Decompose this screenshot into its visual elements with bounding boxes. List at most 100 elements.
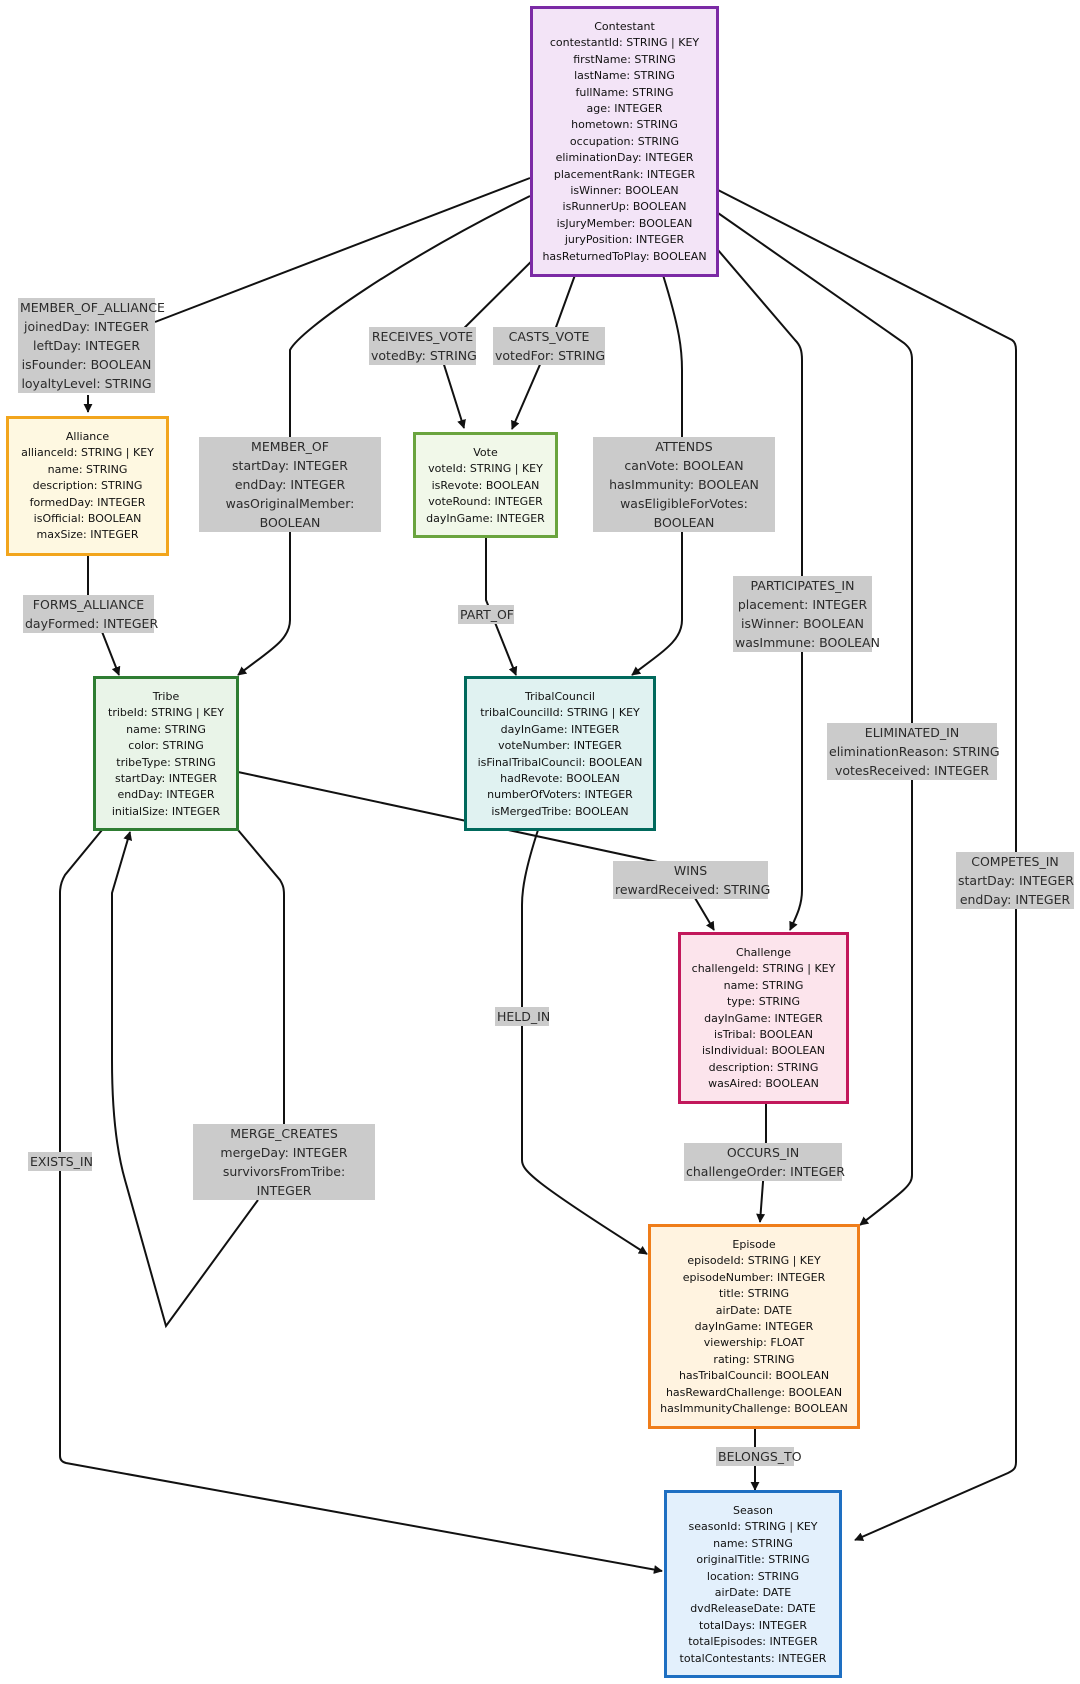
entity-field: isRevote: BOOLEAN xyxy=(431,478,540,492)
entity-field: hasImmunityChallenge: BOOLEAN xyxy=(660,1402,848,1416)
edge-label-text: HELD_IN xyxy=(497,1009,551,1024)
entity-field: isFinalTribalCouncil: BOOLEAN xyxy=(477,755,643,769)
edge-label-text: EXISTS_IN xyxy=(30,1154,93,1169)
entity-title: Contestant xyxy=(594,20,655,33)
entity-field: numberOfVoters: INTEGER xyxy=(487,788,633,802)
entity-field: isRunnerUp: BOOLEAN xyxy=(562,200,687,214)
edge-label-text: votedBy: STRING xyxy=(371,348,477,363)
entity-field: startDay: INTEGER xyxy=(114,772,217,786)
edge-label-text: startDay: INTEGER xyxy=(232,458,348,473)
edge-line-part-of xyxy=(485,538,518,676)
edge-label-occurs-in: OCCURS_IN challengeOrder: INTEGER xyxy=(684,1143,845,1181)
edge-line-member-of-alliance xyxy=(154,177,531,323)
entity-title: Challenge xyxy=(736,946,791,959)
edge-label-text: BELONGS_TO xyxy=(718,1449,802,1464)
entity-field: contestantId: STRING | KEY xyxy=(549,36,700,50)
edge-label-competes-in: COMPETES_IN startDay: INTEGER endDay: IN… xyxy=(956,852,1074,909)
entity-field: viewership: FLOAT xyxy=(703,1336,805,1350)
edge-label-text: mergeDay: INTEGER xyxy=(220,1145,348,1160)
entity-field: name: STRING xyxy=(47,462,128,476)
edge-label-text: loyaltyLevel: STRING xyxy=(21,376,152,391)
entity-title: TribalCouncil xyxy=(525,690,595,703)
entity-field: color: STRING xyxy=(128,739,204,753)
entity-field: location: STRING xyxy=(706,1569,800,1583)
edge-label-text: isWinner: BOOLEAN xyxy=(741,616,864,631)
entity-field: initialSize: INTEGER xyxy=(111,804,221,818)
entity-field: title: STRING xyxy=(718,1287,790,1301)
edge-label-text: startDay: INTEGER xyxy=(958,873,1074,888)
entity-field: isIndividual: BOOLEAN xyxy=(701,1044,826,1058)
edge-label-text: MERGE_CREATES xyxy=(230,1126,338,1141)
edge-line-held-in xyxy=(521,829,648,1255)
entity-field: voteNumber: INTEGER xyxy=(498,739,622,753)
edge-label-text: COMPETES_IN xyxy=(971,854,1059,869)
entity-field: dayInGame: INTEGER xyxy=(694,1320,814,1334)
edge-label-text: endDay: INTEGER xyxy=(234,477,346,492)
edge-label-member-of: MEMBER_OF startDay: INTEGER endDay: INTE… xyxy=(199,437,381,532)
edge-label-text: PARTICIPATES_IN xyxy=(750,578,855,593)
edge-label-member-of-alliance: MEMBER_OF_ALLIANCE joinedDay: INTEGER le… xyxy=(18,298,165,393)
entity-field: lastName: STRING xyxy=(574,69,675,83)
edge-label-text: RECEIVES_VOTE xyxy=(371,329,474,344)
entity-field: airDate: DATE xyxy=(714,1586,792,1600)
entity-field: tribalCouncilId: STRING | KEY xyxy=(480,706,640,720)
entity-field: juryPosition: INTEGER xyxy=(564,233,685,247)
edge-label-text: OCCURS_IN xyxy=(726,1145,800,1160)
edge-label-text: wasImmune: BOOLEAN xyxy=(735,635,880,650)
entity-field: isWinner: BOOLEAN xyxy=(570,184,679,198)
entity-field: description: STRING xyxy=(708,1060,819,1074)
entity-field: name: STRING xyxy=(126,722,206,736)
edge-label-casts-vote: CASTS_VOTE votedFor: STRING xyxy=(493,327,605,365)
entity-tribe: Tribe tribeId: STRING | KEY name: STRING… xyxy=(93,676,239,831)
edge-label-text: leftDay: INTEGER xyxy=(32,338,141,353)
entity-field: description: STRING xyxy=(32,479,143,493)
edge-label-text: wasOriginalMember: xyxy=(225,496,355,511)
edge-label-text: survivorsFromTribe: xyxy=(222,1164,346,1179)
edge-label-part-of: PART_OF xyxy=(458,605,514,624)
entity-field: originalTitle: STRING xyxy=(696,1553,810,1567)
edge-label-text: CASTS_VOTE xyxy=(508,329,590,344)
entity-field: eliminationDay: INTEGER xyxy=(555,151,694,165)
entity-field: challengeId: STRING | KEY xyxy=(691,962,836,976)
entity-season: Season seasonId: STRING | KEY name: STRI… xyxy=(664,1490,842,1678)
edge-label-wins: WINS rewardReceived: STRING xyxy=(613,861,770,899)
edge-label-belongs-to: BELONGS_TO xyxy=(716,1447,802,1466)
edge-label-text: MEMBER_OF xyxy=(251,439,329,454)
entity-contestant: Contestant contestantId: STRING | KEY fi… xyxy=(530,6,719,277)
entity-field: rating: STRING xyxy=(713,1352,795,1366)
entity-field: hometown: STRING xyxy=(571,118,678,132)
edge-line-participates-in xyxy=(717,249,803,931)
entity-field: placementRank: INTEGER xyxy=(553,167,696,181)
edge-label-text: dayFormed: INTEGER xyxy=(25,616,159,631)
entity-title: Episode xyxy=(732,1238,776,1251)
edge-label-text: FORMS_ALLIANCE xyxy=(32,597,145,612)
edge-label-text: votedFor: STRING xyxy=(495,348,606,363)
entity-field: hasRewardChallenge: BOOLEAN xyxy=(665,1385,843,1399)
entity-title: Alliance xyxy=(65,430,110,443)
edge-line-merge-creates xyxy=(111,830,285,1329)
entity-field: name: STRING xyxy=(723,978,804,992)
edge-label-text: wasEligibleForVotes: xyxy=(620,496,748,511)
entity-field: totalContestants: INTEGER xyxy=(679,1651,827,1665)
entity-field: episodeNumber: INTEGER xyxy=(682,1270,826,1284)
edge-label-text: challengeOrder: INTEGER xyxy=(686,1164,845,1179)
entity-vote: Vote voteId: STRING | KEY isRevote: BOOL… xyxy=(413,432,558,538)
edge-label-text: ELIMINATED_IN xyxy=(864,725,960,740)
entity-field: endDay: INTEGER xyxy=(117,788,215,802)
edge-label-text: canVote: BOOLEAN xyxy=(624,458,744,473)
entity-field: age: INTEGER xyxy=(586,102,663,116)
edge-line-member-of xyxy=(237,195,531,676)
entity-field: isTribal: BOOLEAN xyxy=(714,1028,813,1042)
entity-field: voteId: STRING | KEY xyxy=(428,462,543,476)
entity-field: totalDays: INTEGER xyxy=(698,1618,808,1632)
edge-label-participates-in: PARTICIPATES_IN placement: INTEGER isWin… xyxy=(733,576,880,652)
entity-title: Season xyxy=(733,1504,773,1517)
entity-field: allianceId: STRING | KEY xyxy=(21,446,154,460)
edge-label-text: MEMBER_OF_ALLIANCE xyxy=(20,300,165,315)
edge-label-eliminated-in: ELIMINATED_IN eliminationReason: STRING … xyxy=(827,723,1000,780)
entity-field: isOfficial: BOOLEAN xyxy=(33,512,142,526)
entity-field: firstName: STRING xyxy=(573,52,676,66)
entity-field: dvdReleaseDate: DATE xyxy=(690,1602,816,1616)
edge-line-occurs-in xyxy=(756,1102,767,1223)
entity-field: isMergedTribe: BOOLEAN xyxy=(491,804,629,818)
